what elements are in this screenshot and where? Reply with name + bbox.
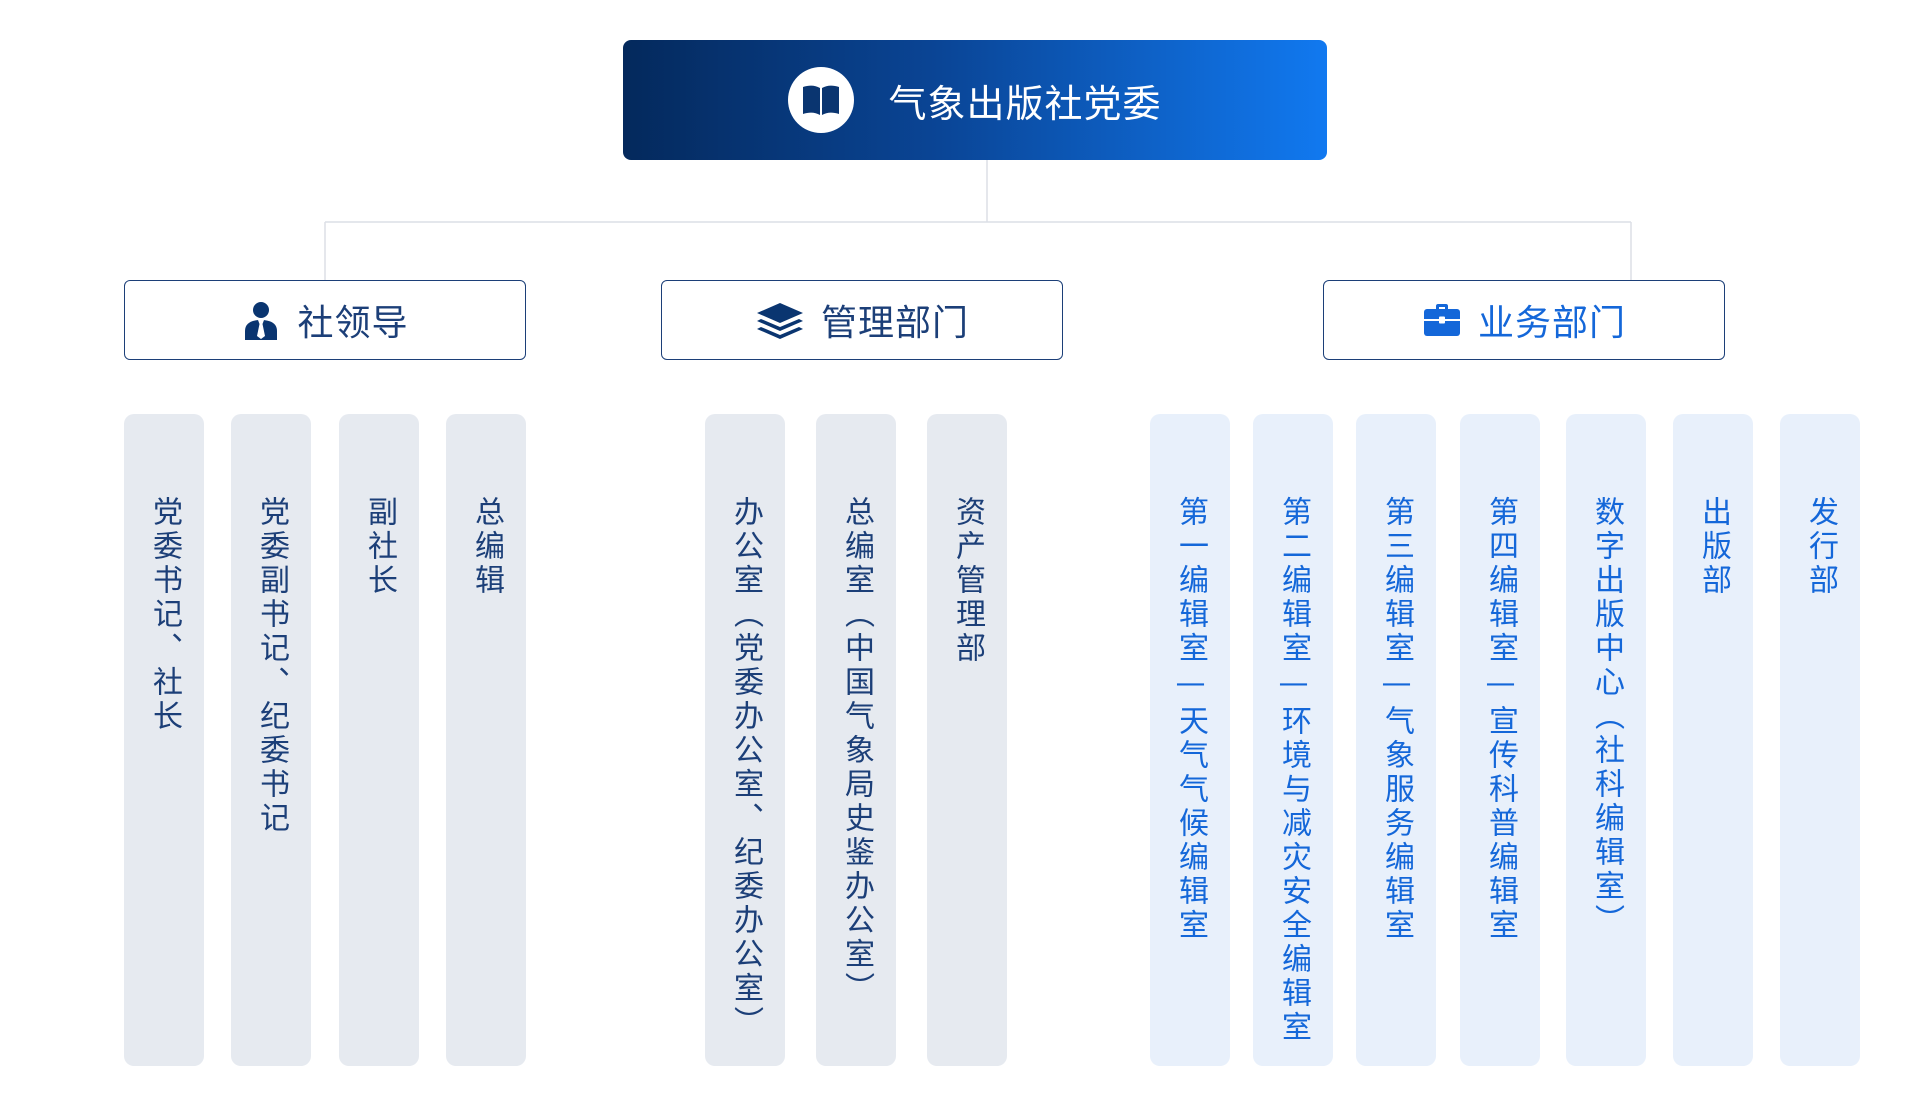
leader-person-icon <box>241 300 281 340</box>
category-management: 管理部门 <box>661 280 1063 360</box>
department-column: 副社长 <box>339 414 419 1066</box>
department-column: 总编室（中国气象局史鉴办公室） <box>816 414 896 1066</box>
department-label: 办公室（党委办公室、纪委办公室） <box>728 496 763 1040</box>
department-label: 第二编辑室—环境与减灾安全编辑室 <box>1276 496 1311 1045</box>
layers-icon <box>755 300 805 340</box>
open-book-icon <box>788 67 855 133</box>
category-leaders: 社领导 <box>124 280 526 360</box>
department-column: 第二编辑室—环境与减灾安全编辑室 <box>1253 414 1333 1066</box>
department-label: 党委书记、社长 <box>147 496 182 734</box>
department-column: 办公室（党委办公室、纪委办公室） <box>705 414 785 1066</box>
department-column: 第一编辑室—天气气候编辑室 <box>1150 414 1230 1066</box>
category-business: 业务部门 <box>1323 280 1725 360</box>
department-column: 第四编辑室—宣传科普编辑室 <box>1460 414 1540 1066</box>
department-column: 党委副书记、纪委书记 <box>231 414 311 1066</box>
department-column: 第三编辑室—气象服务编辑室 <box>1356 414 1436 1066</box>
department-label: 数字出版中心（社科编辑室） <box>1589 496 1624 938</box>
category-label: 业务部门 <box>1477 303 1626 344</box>
department-label: 资产管理部 <box>950 496 985 666</box>
department-label: 总编辑 <box>469 496 504 598</box>
root-node: 气象出版社党委 <box>623 40 1327 160</box>
briefcase-icon <box>1422 300 1462 340</box>
department-label: 第四编辑室—宣传科普编辑室 <box>1483 496 1518 943</box>
department-column: 数字出版中心（社科编辑室） <box>1566 414 1646 1066</box>
department-column: 出版部 <box>1673 414 1753 1066</box>
department-column: 发行部 <box>1780 414 1860 1066</box>
department-label: 第一编辑室—天气气候编辑室 <box>1173 496 1208 943</box>
department-label: 总编室（中国气象局史鉴办公室） <box>839 496 874 1006</box>
category-label: 管理部门 <box>820 303 969 344</box>
department-column: 资产管理部 <box>927 414 1007 1066</box>
department-label: 党委副书记、纪委书记 <box>254 496 289 836</box>
department-column: 党委书记、社长 <box>124 414 204 1066</box>
department-label: 出版部 <box>1696 496 1731 598</box>
department-label: 副社长 <box>362 496 397 598</box>
root-title: 气象出版社党委 <box>888 81 1162 126</box>
department-label: 发行部 <box>1803 496 1838 598</box>
department-label: 第三编辑室—气象服务编辑室 <box>1379 496 1414 943</box>
category-label: 社领导 <box>297 303 409 344</box>
department-column: 总编辑 <box>446 414 526 1066</box>
